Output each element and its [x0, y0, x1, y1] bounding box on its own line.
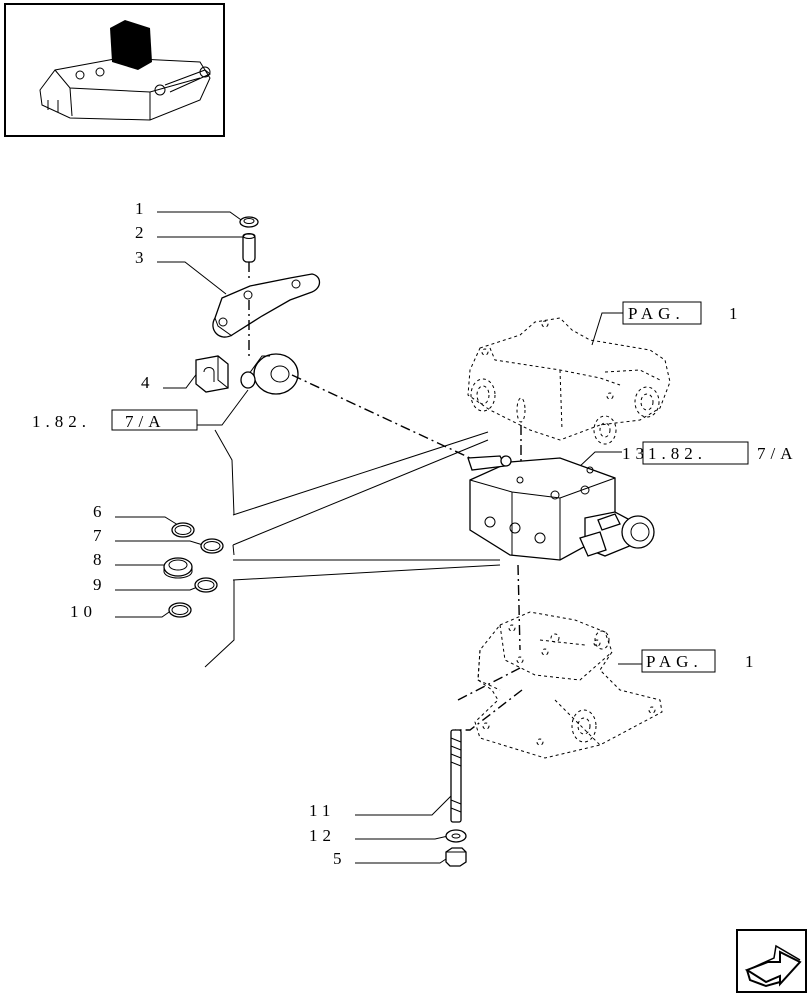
callout-9: 9 [93, 575, 107, 594]
pag-bottom-label: PAG. [646, 652, 703, 671]
control-valve [467, 455, 655, 561]
callout-10: 10 [70, 602, 97, 621]
part-gear-segment [240, 353, 299, 395]
pag-top-label: PAG. [628, 304, 685, 323]
pag-top-number: 1 [729, 304, 743, 323]
callout-8: 8 [93, 550, 107, 569]
callout-2: 2 [135, 223, 149, 242]
washer-8 [163, 557, 193, 577]
reference-left-prefix: 1.82. [32, 412, 91, 431]
part-nut [445, 847, 467, 867]
callout-3: 3 [135, 248, 149, 267]
callout-7: 7 [93, 526, 107, 545]
callout-5: 5 [333, 849, 347, 868]
reference-left-boxed: 7/A [125, 412, 166, 431]
leader-lines [115, 211, 501, 864]
page-reference-top[interactable]: PAG. 1 [591, 301, 743, 346]
page-reference-bottom[interactable]: PAG. 1 [618, 649, 759, 673]
part-pin [242, 233, 256, 263]
lower-housing-outline [474, 611, 663, 759]
part-circlip [239, 216, 259, 228]
callout-6: 6 [93, 502, 107, 521]
callout-11: 11 [309, 801, 335, 820]
part-lever-arm [212, 273, 321, 338]
callout-12: 12 [309, 826, 336, 845]
assembly-thumbnail-icon[interactable] [4, 3, 225, 137]
reference-mid-suffix: 7/A [757, 444, 798, 463]
assembly-axes [248, 262, 523, 731]
callout-1: 1 [135, 199, 149, 218]
upper-housing-outline [467, 317, 671, 445]
seal-set [163, 522, 224, 618]
next-page-arrow-icon[interactable] [736, 929, 807, 993]
part-washer [445, 829, 467, 843]
part-stud [450, 729, 462, 823]
reference-left[interactable]: 1.82. 7/A [32, 409, 198, 431]
reference-middle[interactable]: 13 1.82. 7/A [577, 441, 798, 469]
reference-mid-boxed: 1.82. [648, 444, 707, 463]
callout-4: 4 [141, 373, 155, 392]
part-clip-block [195, 355, 229, 393]
callout-labels: 1 2 3 4 6 7 8 9 10 11 12 5 [70, 199, 347, 868]
reference-mid-prefix: 13 [622, 444, 649, 463]
pag-bottom-number: 1 [745, 652, 759, 671]
